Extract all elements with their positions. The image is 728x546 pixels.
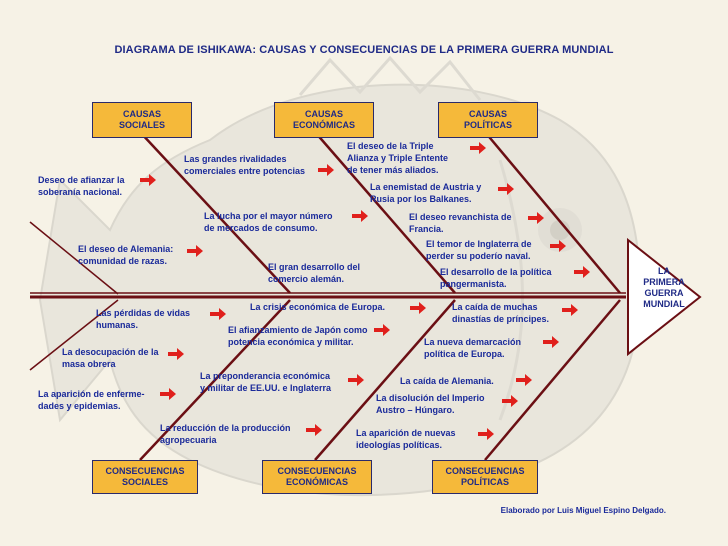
bone-causas-sociales bbox=[139, 131, 291, 294]
arrow-right-icon bbox=[374, 324, 390, 336]
bone-consecuencias-economicas bbox=[314, 299, 456, 461]
cause-label: La lucha por el mayor número de mercados… bbox=[204, 211, 333, 233]
arrow-right-icon bbox=[160, 388, 176, 400]
arrow-right-icon bbox=[210, 308, 226, 320]
box-causas-politicas: CAUSAS POLÍTICAS bbox=[438, 102, 538, 138]
consequence-label: La disolución del Imperio Austro – Húnga… bbox=[376, 393, 485, 415]
box-consecuencias-economicas: CONSECUENCIAS ECONÓMICAS bbox=[262, 460, 372, 494]
arrow-right-icon bbox=[352, 210, 368, 222]
consequence-label: La preponderancia económica y militar de… bbox=[200, 371, 332, 393]
bone-causas-politicas bbox=[484, 131, 621, 294]
arrow-right-icon bbox=[502, 395, 518, 407]
cause-label: La enemistad de Austria y Rusia por los … bbox=[370, 182, 482, 204]
consequence-label: La caída de Alemania. bbox=[400, 376, 494, 386]
consequence-label: La caída de muchas dinastías de príncipe… bbox=[452, 302, 550, 324]
arrow-right-icon bbox=[528, 212, 544, 224]
author-credit: Elaborado por Luis Miguel Espino Delgado… bbox=[500, 506, 666, 515]
arrow-right-icon bbox=[574, 266, 590, 278]
consequence-label: La crisis económica de Europa. bbox=[250, 302, 386, 312]
box-consecuencias-politicas: CONSECUENCIAS POLÍTICAS bbox=[432, 460, 538, 494]
cause-label: Las grandes rivalidades comerciales entr… bbox=[184, 154, 306, 176]
arrow-right-icon bbox=[498, 183, 514, 195]
box-consecuencias-sociales: CONSECUENCIAS SOCIALES bbox=[92, 460, 198, 494]
arrow-right-icon bbox=[562, 304, 578, 316]
head-triangle bbox=[627, 237, 702, 357]
diagram-title: DIAGRAMA DE ISHIKAWA: CAUSAS Y CONSECUEN… bbox=[114, 44, 614, 56]
box-causas-economicas: CAUSAS ECONÓMICAS bbox=[274, 102, 374, 138]
bone-consecuencias-politicas bbox=[484, 299, 621, 461]
consequence-label: La reducción de la producción agropecuar… bbox=[160, 423, 291, 445]
consequence-label: El afianzamiento de Japón como potencia … bbox=[228, 325, 368, 347]
arrow-right-icon bbox=[140, 174, 156, 186]
consequence-label: Las pérdidas de vidas humanas. bbox=[96, 308, 191, 330]
cause-label: El desarrollo de la política pangermanis… bbox=[440, 267, 552, 289]
cause-label: El temor de Inglaterra de perder su pode… bbox=[426, 239, 532, 261]
cause-label: El deseo revanchista de Francia. bbox=[409, 212, 512, 234]
box-causas-sociales: CAUSAS SOCIALES bbox=[92, 102, 192, 138]
bone-consecuencias-sociales bbox=[139, 299, 291, 461]
arrow-right-icon bbox=[168, 348, 184, 360]
arrow-right-icon bbox=[306, 424, 322, 436]
arrow-right-icon bbox=[550, 240, 566, 252]
arrow-right-icon bbox=[348, 374, 364, 386]
arrow-right-icon bbox=[187, 245, 203, 257]
consequence-label: La desocupación de la masa obrera bbox=[62, 347, 159, 369]
consequence-label: La aparición de nuevas ideologías políti… bbox=[356, 428, 456, 450]
consequence-label: La aparición de enferme- dades y epidemi… bbox=[38, 389, 145, 411]
arrow-right-icon bbox=[410, 302, 426, 314]
cause-label: El deseo de Alemania: comunidad de razas… bbox=[78, 244, 174, 266]
cause-label: El gran desarrollo del comercio alemán. bbox=[268, 262, 361, 284]
arrow-right-icon bbox=[516, 374, 532, 386]
effect-head-label: LA PRIMERA GUERRA MUNDIAL bbox=[643, 266, 685, 309]
arrow-right-icon bbox=[470, 142, 486, 154]
arrow-right-icon bbox=[318, 164, 334, 176]
consequence-label: La nueva demarcación política de Europa. bbox=[424, 337, 522, 359]
cause-label: Deseo de afianzar la soberanía nacional. bbox=[38, 175, 125, 197]
bone-causas-economicas bbox=[314, 131, 456, 294]
arrow-right-icon bbox=[478, 428, 494, 440]
cause-label: El deseo de la Triple Alianza y Triple E… bbox=[347, 141, 449, 175]
arrow-right-icon bbox=[543, 336, 559, 348]
